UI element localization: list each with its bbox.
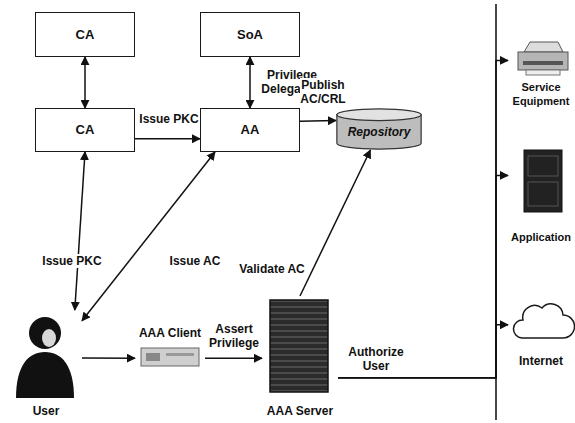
- node-label: Internet: [519, 354, 563, 368]
- user-face: [42, 329, 56, 347]
- edge-label: Issue PKC: [139, 112, 199, 126]
- application-icon: [524, 150, 562, 212]
- connector-arrow: [338, 325, 508, 378]
- client-slot: [166, 353, 194, 356]
- node-label: CA: [76, 28, 95, 42]
- node-label: Repository: [348, 119, 411, 139]
- printer-tray: [524, 42, 563, 52]
- user-figure: [16, 317, 74, 398]
- edge-label: Assert Privilege: [206, 322, 262, 350]
- connector-arrow: [300, 120, 336, 122]
- connector-arrow: [135, 138, 200, 140]
- connector-arrow: [82, 357, 135, 359]
- node-label: Application: [511, 230, 571, 244]
- connector-arrow: [338, 60, 508, 377]
- node-label: CA: [76, 123, 95, 137]
- edge-label: Publish AC/CRL: [300, 78, 346, 106]
- connector-arrow: [300, 150, 370, 296]
- application-screen: [528, 156, 558, 176]
- edge-label: Validate AC: [236, 262, 308, 276]
- client-device-icon: [141, 348, 199, 366]
- service-equipment-node: Service Equipment: [508, 40, 574, 108]
- user-node: User: [10, 310, 82, 418]
- connector-arrow: [75, 152, 85, 310]
- printer-paper: [526, 70, 560, 75]
- application-node: Application: [508, 146, 574, 244]
- connector-arrow: [249, 57, 251, 108]
- printer-slot: [523, 61, 563, 65]
- cloud-icon: [513, 304, 574, 338]
- cylinder-top: [337, 109, 421, 121]
- node-label: AA: [241, 123, 260, 137]
- edge-label: Authorize User: [345, 345, 407, 373]
- application-panel: [528, 182, 558, 206]
- connector-arrow: [338, 175, 508, 377]
- aa-box: AA: [200, 108, 300, 152]
- connector-arrow: [84, 57, 86, 108]
- internet-node: Internet: [508, 296, 574, 368]
- aaa-client-node: AAA Client: [135, 326, 205, 372]
- repository-cylinder: Repository: [336, 108, 422, 150]
- node-label: Service Equipment: [508, 80, 574, 108]
- node-label: User: [33, 404, 60, 418]
- client-panel: [146, 353, 160, 361]
- node-label: AAA Server: [267, 404, 333, 418]
- node-label: SoA: [237, 28, 263, 42]
- edge-label: Issue AC: [165, 254, 225, 268]
- node-label: AAA Client: [139, 326, 201, 340]
- user-body: [16, 352, 74, 398]
- ca-box: CA: [35, 12, 135, 57]
- connector-arrow: [205, 357, 262, 359]
- printer-body: [518, 52, 568, 70]
- edge-label: Issue PKC: [42, 254, 102, 268]
- client-body: [141, 348, 199, 366]
- ca-box: CA: [35, 108, 135, 152]
- aaa-server-node: AAA Server: [262, 296, 338, 418]
- connector-arrow: [82, 152, 215, 321]
- printer-icon: [518, 42, 568, 75]
- user-head: [29, 317, 61, 349]
- server-rack-icon: [270, 300, 328, 392]
- application-body: [524, 150, 562, 212]
- soa-box: SoA: [200, 12, 300, 57]
